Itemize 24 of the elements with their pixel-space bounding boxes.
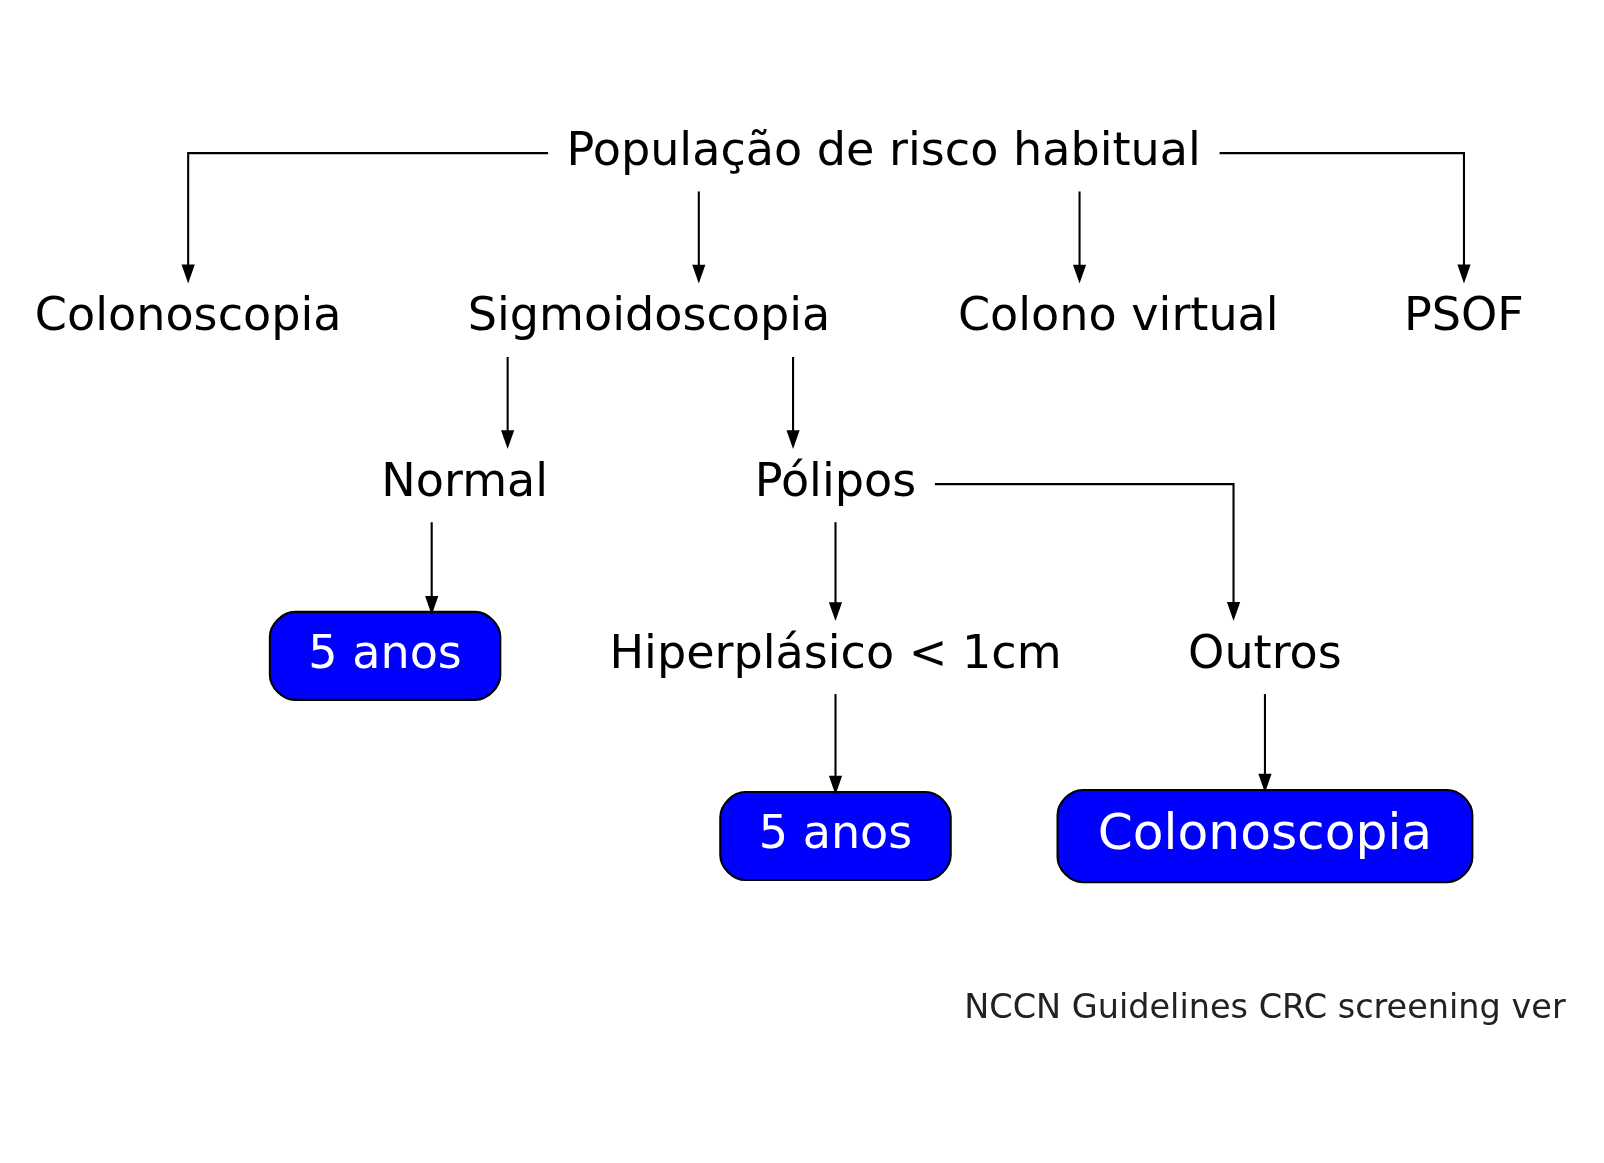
arrow — [181, 152, 548, 284]
node-text: Colonoscopia — [34, 287, 341, 342]
arrow — [828, 694, 842, 795]
node-box: Colonoscopia — [1056, 788, 1473, 884]
arrow — [1219, 152, 1471, 284]
label: NCCN Guidelines CRC screening ver — [963, 986, 1566, 1026]
node-text: População de risco habitual — [566, 121, 1201, 176]
arrow — [828, 522, 842, 621]
arrow — [500, 356, 514, 450]
arrow — [785, 356, 800, 450]
node-text: Normal — [380, 452, 548, 507]
node-text: Outros — [1187, 624, 1342, 679]
arrow — [1257, 694, 1272, 793]
node-text: Hiperplásico < 1cm — [608, 624, 1062, 679]
arrow — [424, 522, 438, 615]
node-text: Sigmoidoscopia — [467, 287, 830, 342]
node-box: 5 anos — [718, 791, 952, 882]
arrow — [691, 191, 705, 284]
arrow — [934, 483, 1240, 621]
node-text: PSOF — [1403, 287, 1524, 342]
node-text: Pólipos — [754, 452, 916, 507]
node-text: Colono virtual — [957, 287, 1279, 342]
node-box: 5 anos — [268, 610, 501, 701]
arrow — [1072, 191, 1086, 284]
